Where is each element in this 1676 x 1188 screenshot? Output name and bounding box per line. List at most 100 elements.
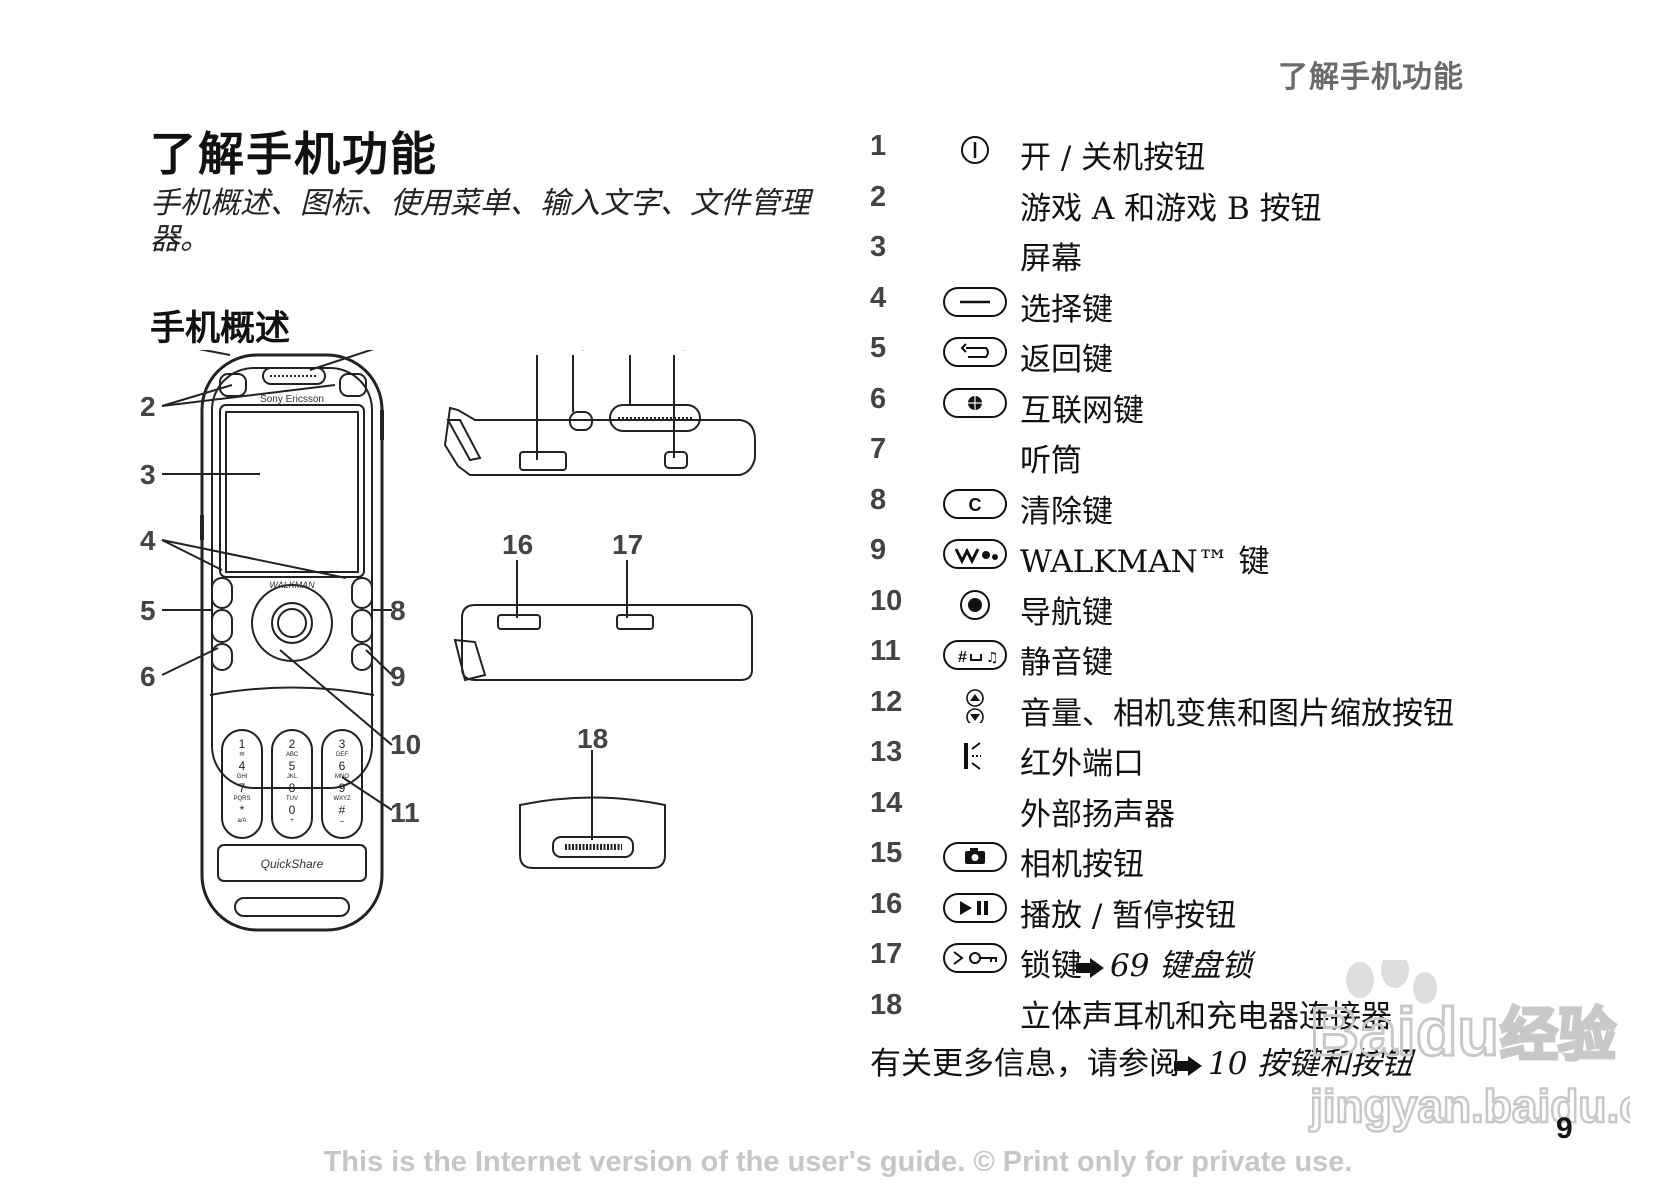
keypad-key-letters: TUV — [286, 796, 298, 802]
more-info-text: 有关更多信息，请参阅 — [870, 1046, 1180, 1082]
callout-6: 6 — [140, 661, 156, 692]
select-key-right — [351, 577, 373, 609]
bottom-view — [519, 796, 666, 869]
legend-label-text: 开 / 关机按钮 — [1020, 140, 1206, 176]
keypad-key-letters: ⌴ — [340, 818, 345, 824]
watermark-product: 经验 — [1500, 1001, 1616, 1069]
watermark-brand: Baidu — [1310, 994, 1499, 1070]
keypad-key-letters: DEF — [336, 752, 348, 758]
earpiece — [262, 367, 326, 385]
page-title: 了解手机功能 — [150, 127, 438, 181]
more-info-ref[interactable]: 10 按键和按钮 — [1208, 1046, 1413, 1082]
nav-ring — [251, 584, 333, 662]
legend-label: WALKMAN™ 键 — [1020, 536, 1270, 581]
legend-number: 2 — [870, 180, 887, 213]
side-view-bottom — [461, 604, 753, 681]
paw-icon — [1346, 962, 1374, 998]
legend-label: 听筒 — [1020, 435, 1082, 480]
legend-label-text: 清除键 — [1020, 493, 1113, 530]
clear-key-icon: C — [943, 488, 1007, 519]
legend-row: 1 开 / 关机按钮 — [870, 130, 1590, 181]
legend-number: 7 — [870, 433, 887, 465]
keypad-key-letters: GHI — [237, 774, 248, 780]
legend-label: 清除键 — [1020, 486, 1113, 531]
legend-label-text: 选择键 — [1020, 291, 1113, 328]
keypad-key-letters: PQRS — [233, 796, 250, 802]
legend-row: 12 音量、相机变焦和图片缩放按钮 — [870, 686, 1590, 737]
legend-label-text: 互联网键 — [1020, 392, 1144, 429]
legend-row: 2 游戏 A 和游戏 B 按钮 — [870, 181, 1590, 232]
legend-number: 15 — [870, 837, 903, 869]
navigation-key-icon — [960, 589, 990, 620]
more-info: 有关更多信息，请参阅 10 按键和按钮 — [870, 1038, 1412, 1083]
lock-key-icon — [943, 943, 1007, 973]
back-key — [211, 609, 233, 643]
svg-text:♫: ♫ — [986, 650, 999, 666]
footer-notice: This is the Internet version of the user… — [323, 1146, 1353, 1178]
quickshare-bar — [217, 844, 367, 882]
callout-14: 14 — [616, 350, 648, 356]
legend-label: 导航键 — [1020, 587, 1113, 632]
legend-number: 14 — [870, 786, 903, 819]
legend-label: 立体声耳机和充电器连接器 — [1020, 991, 1392, 1036]
screen-frame — [219, 404, 365, 578]
legend-number: 13 — [870, 736, 903, 768]
keypad-key-1: 1 — [239, 737, 246, 751]
back-key-icon — [943, 337, 1007, 367]
legend-label: 屏幕 — [1020, 233, 1082, 278]
watermark-url: jingyan.baidu.com — [1309, 1080, 1630, 1132]
legend-number: 11 — [870, 635, 901, 667]
callout-7: 7 — [390, 350, 406, 356]
power-icon — [961, 136, 989, 164]
phone-body — [200, 353, 384, 932]
section-heading: 手机概述 — [150, 309, 291, 349]
legend-row: 11 #♫ 静音键 — [870, 635, 1590, 686]
callout-15: 15 — [660, 350, 691, 356]
legend-label-text: 游戏 A 和游戏 B 按钮 — [1020, 190, 1322, 227]
legend-label-text: 听筒 — [1020, 443, 1082, 479]
keypad-key-letters: + — [290, 818, 294, 824]
volume-key-icon — [966, 688, 984, 723]
legend-number: 1 — [870, 130, 887, 162]
legend-label: 音量、相机变焦和图片缩放按钮 — [1020, 688, 1454, 733]
legend-number: 17 — [870, 938, 903, 970]
arrow-right-icon — [1076, 958, 1104, 978]
keypad-key-6: 6 — [339, 759, 346, 773]
quickshare-logo: QuickShare — [261, 857, 324, 871]
legend-label: 游戏 A 和游戏 B 按钮 — [1020, 183, 1322, 228]
select-key-icon — [943, 286, 1007, 317]
callout-11: 11 — [390, 797, 420, 828]
callout-10: 10 — [390, 729, 421, 760]
legend-label-text: 返回键 — [1020, 342, 1113, 378]
legend-page-ref[interactable]: 69 键盘锁 — [1110, 948, 1253, 984]
keypad-key-letters: ✉ — [239, 752, 244, 758]
keypad-key-7: 7 — [239, 781, 246, 795]
walkman-key-icon — [943, 539, 1007, 569]
screen — [225, 411, 359, 573]
callout-9: 9 — [390, 661, 406, 692]
keypad-key-2: 2 — [289, 737, 296, 751]
legend-label-text: 播放 / 暂停按钮 — [1020, 897, 1237, 934]
legend-number: 12 — [870, 685, 903, 718]
legend-label-text: 屏幕 — [1020, 241, 1082, 277]
legend-label: 静音键 — [1020, 637, 1113, 682]
internet-key — [211, 643, 233, 671]
keypad-key-9: 9 — [339, 781, 346, 795]
legend-label: 播放 / 暂停按钮 — [1020, 890, 1236, 935]
silent-key-icon: #♫ — [943, 640, 1007, 670]
keypad-key-3: 3 — [339, 737, 346, 751]
arrow-right-icon — [1174, 1056, 1202, 1076]
keypad-key-letters: ABC — [286, 752, 299, 758]
keypad-key-5: 5 — [289, 759, 296, 773]
keypad-key-letters: JKL — [287, 774, 298, 780]
legend-number: 8 — [870, 483, 887, 516]
legend-number: 5 — [870, 332, 887, 364]
